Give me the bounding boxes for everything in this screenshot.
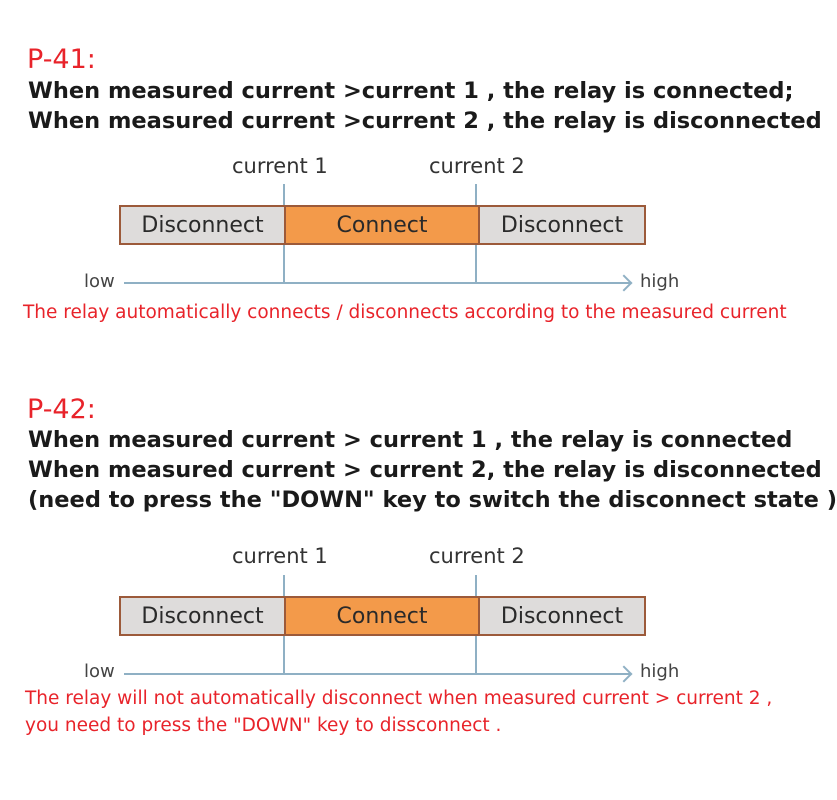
p42-axis-high-label: high xyxy=(640,661,680,682)
p42-line-2: When measured current > current 2, the r… xyxy=(28,457,822,483)
p42-segment-disconnect-high: Disconnect xyxy=(478,598,644,634)
p42-code: P-42: xyxy=(27,394,96,425)
p42-note: The relay will not automatically disconn… xyxy=(25,685,772,739)
p42-axis-arrow-icon xyxy=(615,665,633,683)
p42-description: When measured current > current 1 , the … xyxy=(28,425,837,515)
p41-line-2: When measured current >current 2 , the r… xyxy=(28,108,822,134)
p41-note-line-1: The relay automatically connects / disco… xyxy=(23,302,787,323)
p41-segment-disconnect-high: Disconnect xyxy=(478,207,644,243)
p42-line-3: (need to press the "DOWN" key to switch … xyxy=(28,487,837,513)
p41-note: The relay automatically connects / disco… xyxy=(23,299,787,326)
p42-segment-connect: Connect xyxy=(284,598,478,634)
p41-segment-disconnect-low: Disconnect xyxy=(121,207,284,243)
p41-axis-line xyxy=(124,282,630,284)
p42-segment-disconnect-low: Disconnect xyxy=(121,598,284,634)
p41-current2-label: current 2 xyxy=(429,154,525,178)
p42-note-line-2: you need to press the "DOWN" key to diss… xyxy=(25,715,502,736)
p41-segment-connect: Connect xyxy=(284,207,478,243)
p41-description: When measured current >current 1 , the r… xyxy=(28,76,822,136)
p42-note-line-1: The relay will not automatically disconn… xyxy=(25,688,773,709)
p41-state-bar: Disconnect Connect Disconnect xyxy=(119,205,646,245)
p42-state-bar: Disconnect Connect Disconnect xyxy=(119,596,646,636)
p41-axis-high-label: high xyxy=(640,271,680,292)
p42-axis-line xyxy=(124,673,630,675)
p41-axis-low-label: low xyxy=(84,271,115,292)
p42-current1-label: current 1 xyxy=(232,544,328,568)
p42-axis-low-label: low xyxy=(84,661,115,682)
p41-current1-label: current 1 xyxy=(232,154,328,178)
p42-line-1: When measured current > current 1 , the … xyxy=(28,427,793,453)
p41-axis-arrow-icon xyxy=(615,274,633,292)
p42-current2-label: current 2 xyxy=(429,544,525,568)
p41-line-1: When measured current >current 1 , the r… xyxy=(28,78,794,104)
p41-code: P-41: xyxy=(27,44,96,75)
